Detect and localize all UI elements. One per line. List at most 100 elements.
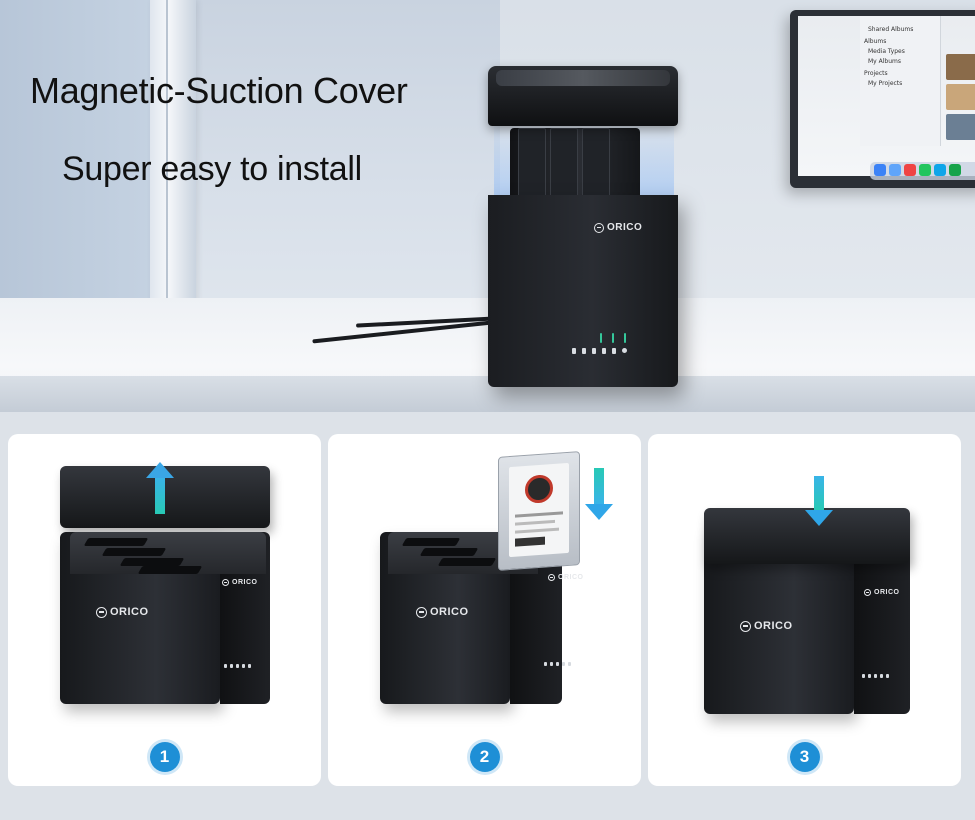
led-icon <box>602 348 606 354</box>
monitor: Shared Albums Albums Media Types My Albu… <box>790 10 975 188</box>
photo-thumbnail <box>946 84 975 110</box>
hero-scene: Shared Albums Albums Media Types My Albu… <box>0 0 975 412</box>
status-leds <box>600 333 626 343</box>
monitor-screen: Shared Albums Albums Media Types My Albu… <box>798 16 975 180</box>
brand-logo: ORICO <box>594 222 642 233</box>
arrow-down-shaft <box>594 468 604 504</box>
photos-icon <box>904 164 916 176</box>
finder-item: Shared Albums <box>868 26 914 33</box>
led-icon <box>612 333 614 343</box>
step-number-badge: 2 <box>469 742 500 772</box>
brand-text: ORICO <box>607 222 643 233</box>
finder-item: Media Types <box>868 48 905 55</box>
led-icon <box>868 674 871 678</box>
brand-text: ORICO <box>558 574 584 581</box>
led-icon <box>600 333 602 343</box>
drive-slot <box>550 128 578 200</box>
brand-text: ORICO <box>430 606 469 618</box>
brand-text: ORICO <box>110 606 149 618</box>
finder-item: Albums <box>864 38 887 45</box>
brand-logo-side: ORICO <box>222 579 257 586</box>
brand-logo: ORICO <box>96 606 149 618</box>
finder-icon <box>874 164 886 176</box>
step-card-2: ORICO ORICO 2 <box>328 434 641 786</box>
led-icon <box>248 664 251 668</box>
led-icon <box>886 674 889 678</box>
drive-bay <box>137 566 203 574</box>
led-icon <box>544 662 547 666</box>
arrow-down-icon <box>585 504 613 520</box>
drive-leds <box>544 662 571 666</box>
drive-leds <box>572 348 627 354</box>
drive-leds <box>224 664 251 668</box>
safari-icon <box>889 164 901 176</box>
drive-bay <box>401 538 461 546</box>
brand-logo: ORICO <box>740 620 793 632</box>
led-icon <box>624 333 626 343</box>
step-number-badge: 1 <box>149 742 180 772</box>
drive-label <box>509 462 569 558</box>
drive-bay <box>419 548 479 556</box>
led-icon <box>862 674 865 678</box>
facetime-icon <box>949 164 961 176</box>
drive-bay <box>119 558 185 566</box>
finder-item: Projects <box>864 70 888 77</box>
finder-item: My Projects <box>868 80 903 87</box>
drive-brand-icon <box>525 474 553 504</box>
arrow-up-shaft <box>155 478 165 514</box>
pillar-groove <box>166 0 168 385</box>
brand-mark-icon <box>416 606 427 618</box>
brand-text: ORICO <box>874 589 900 596</box>
step-card-3: ORICO ORICO 3 <box>648 434 961 786</box>
brand-logo: ORICO <box>416 606 469 618</box>
brand-mark-icon <box>222 579 229 586</box>
led-icon <box>874 674 877 678</box>
cover-highlight <box>496 70 670 86</box>
led-icon <box>230 664 233 668</box>
hero-title: Magnetic-Suction Cover <box>30 70 408 111</box>
photo-thumbnail <box>946 114 975 140</box>
brand-text: ORICO <box>754 620 793 632</box>
finder-item: My Albums <box>868 58 901 65</box>
drive-leds <box>862 674 889 678</box>
led-icon <box>612 348 616 354</box>
led-icon <box>568 662 571 666</box>
led-icon <box>582 348 586 354</box>
barcode-icon <box>515 536 545 547</box>
brand-logo-side: ORICO <box>864 589 899 596</box>
mail-icon <box>934 164 946 176</box>
drive-bay <box>83 538 149 546</box>
arrow-down-icon <box>805 510 833 526</box>
brand-mark-icon <box>548 574 555 581</box>
label-line <box>515 519 555 526</box>
messages-icon <box>919 164 931 176</box>
label-line <box>515 527 559 534</box>
hard-drive <box>498 451 580 571</box>
arrow-up-icon <box>146 462 174 478</box>
drive-enclosure <box>488 195 678 387</box>
brand-mark-icon <box>864 589 871 596</box>
brand-mark-icon <box>740 620 751 632</box>
arrow-down-shaft <box>814 476 824 510</box>
drive-bay <box>437 558 497 566</box>
finder-sidebar: Shared Albums Albums Media Types My Albu… <box>860 16 941 146</box>
led-icon <box>880 674 883 678</box>
drive-slot <box>582 128 610 200</box>
led-icon <box>572 348 576 354</box>
led-icon <box>550 662 553 666</box>
desk-edge <box>0 376 975 412</box>
led-icon <box>592 348 596 354</box>
drive-stack <box>510 128 640 208</box>
brand-logo-side: ORICO <box>548 574 583 581</box>
drive-bay <box>101 548 167 556</box>
led-icon <box>562 662 565 666</box>
brand-text: ORICO <box>232 579 258 586</box>
drive-slot <box>518 128 546 200</box>
dock <box>870 162 975 180</box>
led-icon <box>236 664 239 668</box>
power-button-icon <box>622 348 627 353</box>
led-icon <box>224 664 227 668</box>
photo-thumbnail <box>946 54 975 80</box>
label-line <box>515 511 563 518</box>
step-card-1: ORICO ORICO 1 <box>8 434 321 786</box>
